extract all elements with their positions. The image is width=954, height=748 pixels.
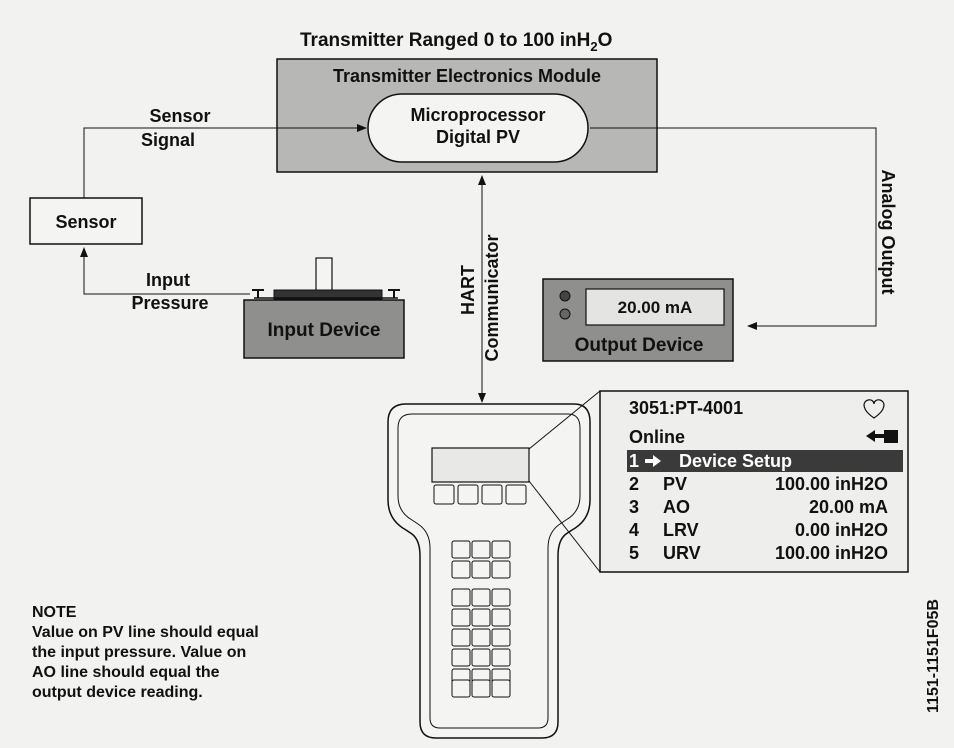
keypad-key bbox=[471, 588, 491, 607]
keypad-key bbox=[491, 588, 511, 607]
keypad-key bbox=[481, 484, 503, 505]
row-label: LRV bbox=[663, 520, 699, 540]
screen-menu-row[interactable]: 1 Device Setup bbox=[627, 450, 903, 472]
keypad-key bbox=[491, 608, 511, 627]
keypad-key bbox=[471, 679, 491, 698]
note-heading: NOTE bbox=[32, 604, 77, 621]
communicator-keypad bbox=[433, 484, 527, 698]
row-label: Device Setup bbox=[679, 451, 792, 471]
processor-label-1: Microprocessor bbox=[410, 105, 545, 125]
right-arrow-icon bbox=[645, 455, 661, 467]
sensor-signal-label-2: Signal bbox=[141, 130, 195, 150]
note-line: the input pressure. Value on bbox=[32, 644, 247, 661]
communicator-screen bbox=[599, 390, 909, 573]
communicator-screen-mini bbox=[431, 447, 530, 483]
note-line: AO line should equal the bbox=[32, 664, 220, 681]
keypad-key bbox=[505, 484, 527, 505]
screen-menu-row[interactable]: 3 AO 20.00 mA bbox=[629, 497, 888, 517]
keypad-key bbox=[451, 608, 471, 627]
indicator-light-icon bbox=[559, 290, 571, 302]
processor-label-2: Digital PV bbox=[436, 127, 520, 147]
keypad-key bbox=[451, 560, 471, 579]
screen-status: Online bbox=[629, 427, 685, 447]
sensor-label: Sensor bbox=[55, 212, 116, 232]
keypad-key bbox=[451, 679, 471, 698]
module-label: Transmitter Electronics Module bbox=[333, 66, 601, 86]
keypad-key bbox=[451, 588, 471, 607]
keypad-key bbox=[471, 560, 491, 579]
keypad-key bbox=[471, 608, 491, 627]
output-reading: 20.00 mA bbox=[618, 298, 693, 317]
screen-tag: 3051:PT-4001 bbox=[629, 398, 743, 418]
input-pressure-label-1: Input bbox=[146, 270, 190, 290]
input-pressure-label-2: Pressure bbox=[131, 293, 208, 313]
hart-label-2: Communicator bbox=[482, 234, 502, 361]
note-line: Value on PV line should equal bbox=[32, 624, 259, 641]
keypad-key bbox=[471, 540, 491, 559]
back-arrow-icon bbox=[866, 430, 898, 443]
row-label: AO bbox=[663, 497, 690, 517]
screen-menu-row[interactable]: 2 PV 100.00 inH2O bbox=[629, 474, 888, 494]
row-number: 4 bbox=[629, 520, 639, 540]
row-label: PV bbox=[663, 474, 687, 494]
keypad-key bbox=[491, 648, 511, 667]
keypad-key bbox=[457, 484, 479, 505]
zoom-line bbox=[528, 390, 601, 450]
zoom-line bbox=[528, 480, 601, 573]
keypad-key bbox=[491, 679, 511, 698]
note: NOTE Value on PV line should equal the i… bbox=[32, 603, 332, 703]
row-value: 100.00 inH2O bbox=[775, 543, 888, 563]
keypad-key bbox=[451, 648, 471, 667]
analog-output-arrow bbox=[590, 127, 877, 330]
keypad-key bbox=[491, 540, 511, 559]
keypad-key bbox=[471, 628, 491, 647]
screen-menu: 1 Device Setup 2 PV 100.00 inH2O 3 AO 20.00 mA 4… bbox=[627, 450, 903, 563]
row-value: 0.00 inH2O bbox=[795, 520, 888, 540]
keypad-key bbox=[451, 628, 471, 647]
hart-label-1: HART bbox=[458, 265, 478, 315]
input-device-label: Input Device bbox=[268, 320, 381, 341]
sensor-signal-arrow bbox=[83, 124, 367, 198]
row-value: 100.00 inH2O bbox=[775, 474, 888, 494]
keypad-key bbox=[471, 648, 491, 667]
keypad-key bbox=[491, 628, 511, 647]
analog-output-label: Analog Output bbox=[878, 170, 898, 295]
note-line: output device reading. bbox=[32, 684, 203, 701]
sensor-box bbox=[29, 197, 143, 245]
figure-id: 1151-1151F05B bbox=[925, 599, 942, 713]
row-number: 1 bbox=[629, 451, 639, 471]
output-device-label: Output Device bbox=[575, 335, 704, 356]
row-number: 5 bbox=[629, 543, 639, 563]
keypad-key bbox=[433, 484, 455, 505]
selected-row-highlight bbox=[627, 450, 903, 472]
row-number: 3 bbox=[629, 497, 639, 517]
row-value: 20.00 mA bbox=[809, 497, 888, 517]
keypad-key bbox=[491, 560, 511, 579]
title: Transmitter Ranged 0 to 100 inH2O bbox=[300, 30, 612, 54]
input-device bbox=[243, 257, 405, 359]
screen-menu-row[interactable]: 4 LRV 0.00 inH2O bbox=[629, 520, 888, 540]
sensor-signal-label-1: Sensor bbox=[149, 106, 210, 126]
output-display bbox=[585, 288, 725, 326]
heart-icon bbox=[863, 399, 885, 419]
row-number: 2 bbox=[629, 474, 639, 494]
keypad-key bbox=[451, 540, 471, 559]
microprocessor-block bbox=[367, 93, 589, 163]
screen-menu-row[interactable]: 5 URV 100.00 inH2O bbox=[629, 543, 888, 563]
indicator-light-icon bbox=[559, 308, 571, 320]
row-label: URV bbox=[663, 543, 701, 563]
input-pressure-arrow bbox=[80, 247, 250, 295]
